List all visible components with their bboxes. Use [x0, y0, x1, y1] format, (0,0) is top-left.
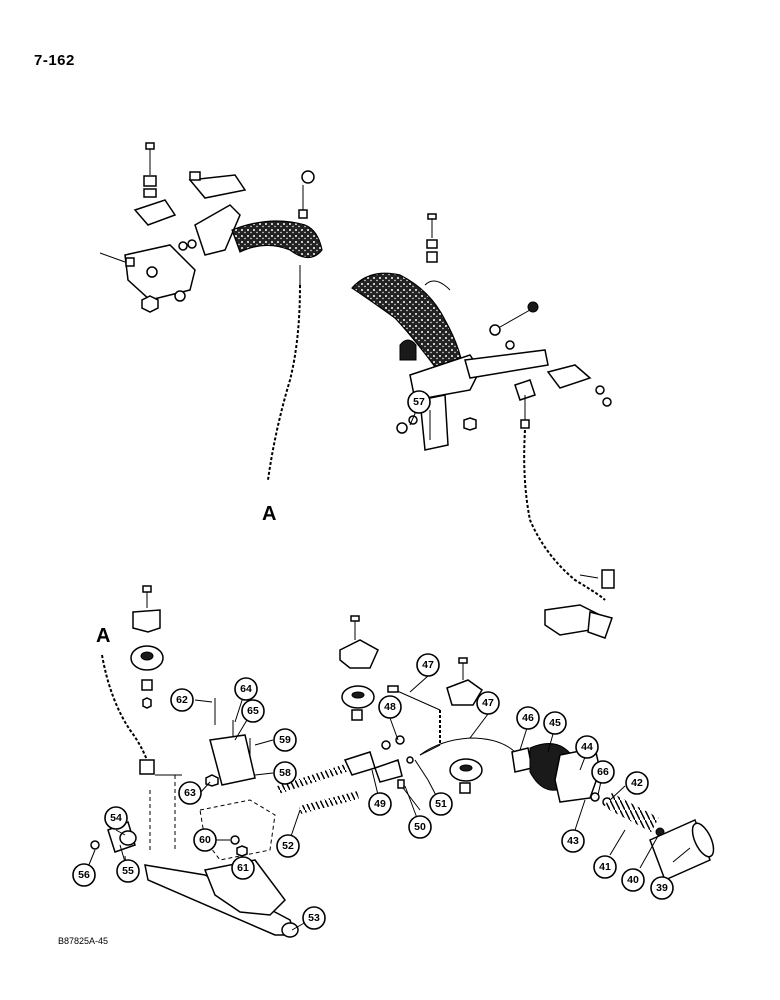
- callout-48: 48: [378, 695, 402, 719]
- figure-code: B87825A-45: [58, 936, 109, 946]
- callout-43: 43: [561, 829, 585, 853]
- svg-text:47: 47: [422, 659, 434, 671]
- callout-47-bottom: 47: [476, 691, 500, 715]
- svg-text:45: 45: [549, 717, 561, 729]
- svg-text:51: 51: [435, 798, 447, 810]
- svg-text:56: 56: [78, 869, 90, 881]
- callout-52: 52: [276, 834, 300, 858]
- callout-57: 57: [407, 390, 431, 414]
- callout-41: 41: [593, 855, 617, 879]
- svg-text:57: 57: [413, 396, 425, 408]
- connector-a-upper: A: [262, 503, 276, 525]
- page-number: 7-162: [34, 52, 75, 69]
- callout-50: 50: [408, 815, 432, 839]
- callout-62: 62: [170, 688, 194, 712]
- lower-linkage-assembly: A: [90, 585, 715, 938]
- callout-53: 53: [302, 906, 326, 930]
- callout-40: 40: [621, 868, 645, 892]
- svg-text:40: 40: [627, 874, 639, 886]
- callout-59: 59: [273, 728, 297, 752]
- svg-text:64: 64: [240, 683, 252, 695]
- svg-text:60: 60: [199, 834, 211, 846]
- callout-49: 49: [368, 792, 392, 816]
- callout-65: 65: [241, 699, 265, 723]
- callout-56: 56: [72, 863, 96, 887]
- callout-42: 42: [625, 771, 649, 795]
- svg-text:52: 52: [282, 840, 294, 852]
- svg-text:59: 59: [279, 734, 291, 746]
- svg-text:50: 50: [414, 821, 426, 833]
- callout-66: 66: [591, 760, 615, 784]
- svg-text:42: 42: [631, 777, 643, 789]
- callout-39: 39: [650, 876, 674, 900]
- callout-58: 58: [273, 761, 297, 785]
- svg-text:47: 47: [482, 697, 494, 709]
- svg-text:62: 62: [176, 694, 188, 706]
- callout-46: 46: [516, 706, 540, 730]
- callout-45: 45: [543, 711, 567, 735]
- callout-61: 61: [231, 856, 255, 880]
- callout-64: 64: [234, 677, 258, 701]
- callout-44: 44: [575, 735, 599, 759]
- svg-text:48: 48: [384, 701, 396, 713]
- svg-text:41: 41: [599, 861, 611, 873]
- svg-text:46: 46: [522, 712, 534, 724]
- callout-47-top: 47: [416, 653, 440, 677]
- callout-54: 54: [104, 806, 128, 830]
- callout-63: 63: [178, 781, 202, 805]
- svg-text:43: 43: [567, 835, 579, 847]
- upper-left-pedal-assembly: A: [99, 142, 323, 525]
- svg-text:49: 49: [374, 798, 386, 810]
- svg-text:54: 54: [110, 812, 122, 824]
- callout-60: 60: [193, 828, 217, 852]
- callout-55: 55: [116, 859, 140, 883]
- connector-a-lower: A: [96, 625, 110, 647]
- svg-text:44: 44: [581, 741, 593, 753]
- svg-text:53: 53: [308, 912, 320, 924]
- svg-text:61: 61: [237, 862, 249, 874]
- svg-text:55: 55: [122, 865, 134, 877]
- svg-text:65: 65: [247, 705, 259, 717]
- svg-text:66: 66: [597, 766, 609, 778]
- svg-text:58: 58: [279, 767, 291, 779]
- callout-51: 51: [429, 792, 453, 816]
- svg-text:63: 63: [184, 787, 196, 799]
- upper-right-lever-assembly: [351, 213, 615, 639]
- svg-text:39: 39: [656, 882, 668, 894]
- leader-lines: [85, 401, 691, 931]
